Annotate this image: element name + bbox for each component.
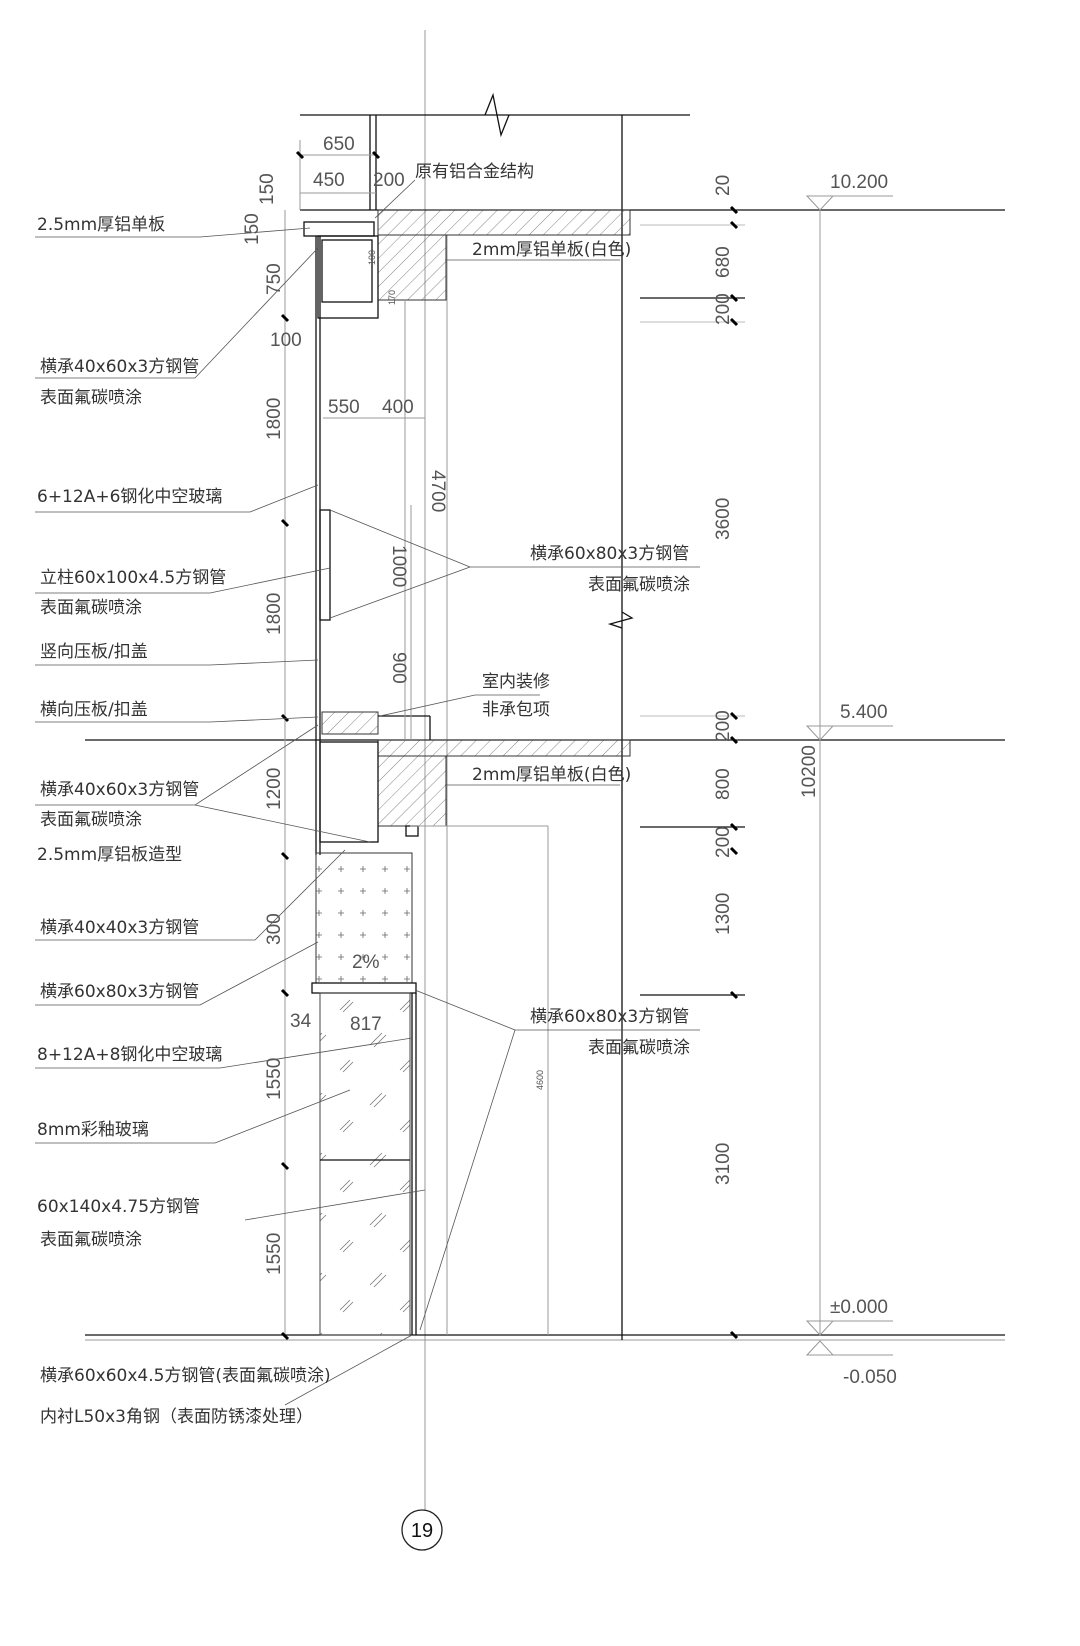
svg-text:200: 200 [713, 293, 734, 325]
svg-text:1800: 1800 [264, 593, 285, 635]
svg-text:34: 34 [290, 1011, 312, 1032]
svg-text:150: 150 [242, 213, 263, 245]
label: 横承40x40x3方钢管 [40, 918, 199, 938]
svg-text:1550: 1550 [264, 1058, 285, 1100]
label: 横承60x60x4.5方钢管(表面氟碳喷涂) [40, 1366, 331, 1386]
svg-text:3600: 3600 [713, 498, 734, 540]
svg-text:20: 20 [713, 175, 734, 196]
label: 2.5mm厚铝单板 [37, 215, 165, 235]
right-labels: 原有铝合金结构 2mm厚铝单板(白色) 横承60x80x3方钢管 表面氟碳喷涂 … [415, 162, 690, 1058]
svg-text:300: 300 [264, 913, 285, 945]
svg-text:170: 170 [387, 290, 397, 305]
svg-text:-0.050: -0.050 [843, 1367, 897, 1388]
svg-text:2%: 2% [352, 952, 380, 973]
label: 2.5mm厚铝板造型 [37, 845, 182, 865]
svg-text:450: 450 [313, 170, 345, 191]
label: 横承60x80x3方钢管 [530, 1007, 689, 1027]
label: 内衬L50x3角钢（表面防锈漆处理） [40, 1407, 313, 1427]
svg-text:1550: 1550 [264, 1233, 285, 1275]
label: 室内装修 [482, 672, 550, 692]
svg-text:4700: 4700 [427, 470, 448, 512]
svg-text:100: 100 [367, 250, 377, 265]
svg-text:650: 650 [323, 134, 355, 155]
label: 横承60x80x3方钢管 [530, 544, 689, 564]
label: 横承40x60x3方钢管 [40, 357, 199, 377]
left-labels: 2.5mm厚铝单板 横承40x60x3方钢管 表面氟碳喷涂 6+12A+6钢化中… [37, 215, 331, 1427]
svg-text:817: 817 [350, 1014, 382, 1035]
svg-text:900: 900 [388, 652, 409, 684]
label: 竖向压板/扣盖 [40, 642, 148, 662]
label: 60x140x4.75方钢管 [37, 1197, 200, 1217]
label: 2mm厚铝单板(白色) [472, 240, 631, 260]
svg-text:±0.000: ±0.000 [830, 1297, 888, 1318]
label: 8+12A+8钢化中空玻璃 [37, 1045, 222, 1065]
leader-lines [35, 179, 700, 1406]
label: 横向压板/扣盖 [40, 700, 148, 720]
svg-text:550: 550 [328, 397, 360, 418]
label: 横承60x80x3方钢管 [40, 982, 199, 1002]
elevation-markers [805, 195, 893, 1356]
label: 6+12A+6钢化中空玻璃 [37, 487, 222, 507]
svg-text:10200: 10200 [799, 745, 820, 798]
svg-text:19: 19 [411, 1520, 433, 1542]
label: 立柱60x100x4.5方钢管 [40, 568, 226, 588]
svg-text:150: 150 [257, 173, 278, 205]
label: 表面氟碳喷涂 [40, 598, 142, 618]
svg-text:3100: 3100 [713, 1143, 734, 1185]
svg-text:1200: 1200 [264, 768, 285, 810]
label: 8mm彩釉玻璃 [37, 1120, 149, 1140]
label: 表面氟碳喷涂 [40, 388, 142, 408]
floor-slabs [377, 209, 631, 827]
svg-text:5.400: 5.400 [840, 702, 888, 723]
svg-text:680: 680 [713, 246, 734, 278]
svg-text:1300: 1300 [713, 893, 734, 935]
svg-text:750: 750 [264, 263, 285, 295]
detail-number-badge: 19 [401, 1509, 443, 1551]
svg-text:200: 200 [713, 710, 734, 742]
svg-text:400: 400 [382, 397, 414, 418]
label: 表面氟碳喷涂 [40, 810, 142, 830]
left-dimension-lines [280, 140, 549, 1341]
elevation-texts: 10.200 5.400 ±0.000 -0.050 [830, 172, 897, 1388]
svg-text:200: 200 [373, 170, 405, 191]
svg-text:1800: 1800 [264, 398, 285, 440]
svg-text:10.200: 10.200 [830, 172, 888, 193]
dimension-texts: 650 450 200 150 150 750 100 1800 550 400… [242, 134, 545, 1275]
label: 原有铝合金结构 [415, 162, 534, 182]
svg-text:1000: 1000 [388, 545, 409, 587]
right-dimension-lines [640, 205, 745, 1340]
label: 2mm厚铝单板(白色) [472, 765, 631, 785]
right-dimension-texts: 20 680 200 3600 200 800 200 1300 3100 10… [713, 175, 820, 1185]
label: 表面氟碳喷涂 [588, 1038, 690, 1058]
svg-text:200: 200 [713, 826, 734, 858]
label: 横承40x60x3方钢管 [40, 780, 199, 800]
svg-text:4600: 4600 [535, 1070, 545, 1090]
svg-text:100: 100 [270, 330, 302, 351]
label: 表面氟碳喷涂 [40, 1230, 142, 1250]
svg-text:800: 800 [713, 768, 734, 800]
label: 表面氟碳喷涂 [588, 575, 690, 595]
label: 非承包项 [482, 700, 550, 720]
